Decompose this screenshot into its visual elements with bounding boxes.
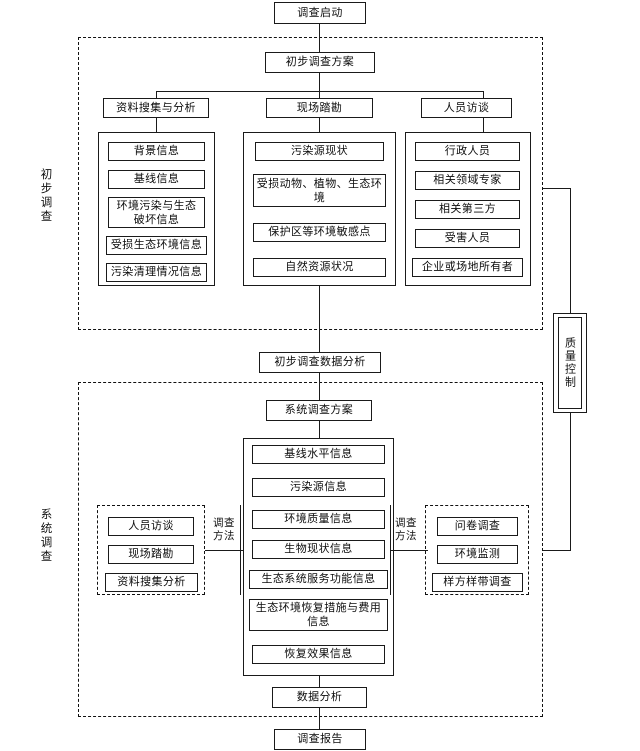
connector-qc-bottom-stub [543,550,571,551]
connector-systematic-plan-down [319,421,320,438]
group-site-survey-items [243,132,396,286]
item-right-quadrat-transect: 样方样带调查 [432,573,523,592]
node-preliminary-data-analysis: 初步调查数据分析 [259,352,381,373]
connector-branch-1-to-group [156,118,157,132]
connector-start-to-plan [319,24,320,54]
connector-data-analysis-to-report [319,708,320,729]
connector-branch-3-drop [483,91,484,99]
item-cleanup-status-info: 污染清理情况信息 [106,263,207,282]
connector-plan-down [319,73,320,91]
item-left-interviews: 人员访谈 [108,517,194,536]
node-branch-data-collection: 资料搜集与分析 [103,98,209,118]
item-biological-status-info: 生物现状信息 [252,540,385,559]
item-right-questionnaire: 问卷调查 [437,517,518,536]
label-left-survey-method: 调查方法 [213,517,235,543]
section-label-preliminary: 初步调查 [39,168,54,224]
section-preliminary-survey [78,37,543,330]
item-left-data-collection: 资料搜集分析 [105,573,198,592]
item-sensitive-areas: 保护区等环境敏感点 [253,223,386,242]
connector-branch-2-to-group [319,118,320,132]
item-natural-resources: 自然资源状况 [253,258,386,277]
node-data-analysis: 数据分析 [272,687,367,708]
connector-branch-1-drop [156,91,157,99]
item-restoration-cost-info: 生态环境恢复措施与费用信息 [249,599,388,631]
connector-right-method-horizontal [390,550,428,551]
item-baseline-level-info: 基线水平信息 [252,445,385,464]
node-quality-control: 质量控制 [558,317,582,409]
item-administrative-staff: 行政人员 [415,142,520,161]
node-survey-report: 调查报告 [274,729,366,750]
connector-systematic-to-data-analysis [319,676,320,687]
connector-analysis-to-systematic [319,373,320,402]
quality-control-label: 质量控制 [563,337,577,389]
node-branch-site-survey: 现场踏勘 [266,98,373,118]
item-domain-experts: 相关领域专家 [415,171,520,190]
group-systematic-content [243,438,394,676]
item-pollution-damage-info: 环境污染与生态破坏信息 [108,197,205,228]
node-preliminary-plan: 初步调查方案 [265,52,375,73]
connector-branch-3-to-group [483,118,484,132]
node-start: 调查启动 [274,2,366,24]
item-ecosystem-services-info: 生态系统服务功能信息 [249,570,388,589]
item-left-site-survey: 现场踏勘 [108,545,194,564]
connector-preliminary-to-analysis [319,286,320,354]
item-environmental-quality-info: 环境质量信息 [252,510,385,529]
label-right-survey-method: 调查方法 [395,517,417,543]
item-right-env-monitoring: 环境监测 [437,545,518,564]
item-baseline-info: 基线信息 [108,170,205,189]
connector-left-method-horizontal [205,550,243,551]
node-systematic-plan: 系统调查方案 [266,400,372,421]
item-damaged-ecology-info: 受损生态环境信息 [106,236,207,255]
item-owners: 企业或场地所有者 [412,258,523,277]
item-damaged-flora-fauna: 受损动物、植物、生态环境 [253,174,386,207]
group-interviews-items [405,132,531,286]
node-branch-interviews: 人员访谈 [421,98,512,118]
section-systematic-survey [78,382,543,717]
item-pollution-source-status: 污染源现状 [255,142,384,161]
connector-qc-top-stub [543,188,571,189]
item-pollution-source-info: 污染源信息 [252,478,385,497]
item-background-info: 背景信息 [108,142,205,161]
section-label-systematic: 系统调查 [39,508,54,564]
group-data-collection-items [98,132,215,286]
item-third-parties: 相关第三方 [415,200,520,219]
item-restoration-effect-info: 恢复效果信息 [252,645,385,664]
connector-branch-2-drop [319,91,320,99]
item-victims: 受害人员 [415,229,520,248]
group-left-survey-methods [97,505,205,595]
